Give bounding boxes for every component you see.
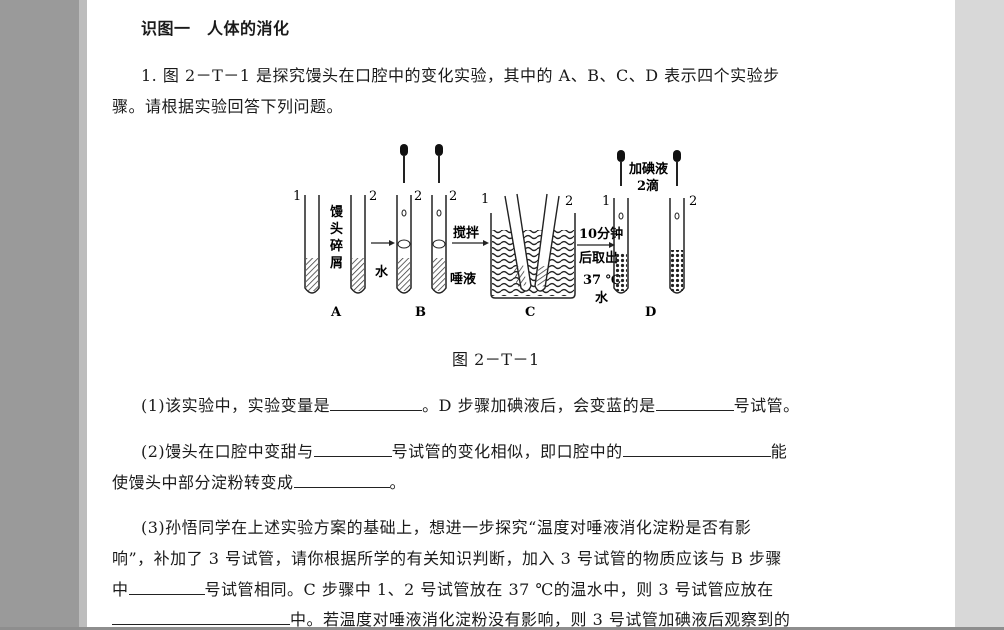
- answer-blank[interactable]: [293, 471, 390, 488]
- step-c-beaker: [490, 193, 576, 299]
- answer-blank[interactable]: [330, 394, 423, 411]
- tube-number: 2: [449, 189, 457, 204]
- tube-number: 1: [293, 189, 301, 204]
- tube-number: 1: [481, 192, 489, 207]
- left-margin: [0, 0, 79, 627]
- question-1-line-2: 骤。请根据实验回答下列问题。: [112, 97, 344, 116]
- label-stir: 搅拌: [453, 225, 479, 241]
- step-label-d: D: [645, 305, 656, 320]
- section-title: 识图一 人体的消化: [141, 19, 290, 38]
- document-page: [87, 0, 955, 627]
- sub2-text-4: 使馒头中部分淀粉转变成: [112, 473, 294, 492]
- label-water-bath: 水: [595, 290, 609, 306]
- label-iodine: 加碘液: [628, 161, 668, 177]
- answer-blank[interactable]: [313, 440, 392, 457]
- step-label-c: C: [525, 305, 535, 320]
- sub1-text-1: (1)该实验中，实验变量是: [141, 396, 331, 415]
- label-10min: 10分钟: [579, 226, 623, 242]
- sub-question-2-line-1: (2)馒头在口腔中变甜与 号试管的变化相似，即口腔中的 能: [141, 438, 787, 462]
- tube-number: 2: [369, 189, 377, 204]
- sub-question-1: (1)该实验中，实验变量是 。D 步骤加碘液后，会变蓝的是 号试管。: [141, 392, 800, 416]
- sub3-text-a: 中: [112, 580, 129, 599]
- sub3-text-c: 中。若温度对唾液消化淀粉没有影响，则 3 号试管加碘液后观察到的: [290, 610, 791, 629]
- experiment-figure: 1 2 馒 头 碎 屑 2 2 水 唾液 搅拌: [293, 144, 697, 320]
- sub2-text-1: (2)馒头在口腔中变甜与: [141, 442, 314, 461]
- question-1-line-1: 1. 图 2－T－1 是探究馒头在口腔中的变化实验，其中的 A、B、C、D 表示…: [141, 66, 780, 85]
- step-d-tubes: [613, 150, 685, 294]
- step-a-tubes: [304, 195, 366, 294]
- left-page-edge: [79, 0, 87, 627]
- label-saliva: 唾液: [450, 271, 476, 287]
- step-label-a: A: [330, 305, 342, 320]
- sub2-text-5: 。: [389, 473, 407, 492]
- tube-number: 1: [602, 194, 610, 209]
- label-mantou-3: 碎: [330, 238, 343, 254]
- tube-number: 2: [689, 194, 697, 209]
- sub2-text-3: 能: [770, 442, 788, 461]
- sub-question-3-line-3: 中 号试管相同。C 步骤中 1、2 号试管放在 37 ℃的温水中，则 3 号试管应…: [112, 576, 774, 600]
- label-2drops: 2滴: [637, 178, 659, 194]
- label-mantou-4: 屑: [330, 256, 343, 271]
- figure-caption: 图 2－T－1: [452, 350, 540, 369]
- step-b-tubes: [396, 144, 447, 294]
- arrow-head-icon: [389, 240, 395, 246]
- label-mantou-1: 馒: [330, 204, 344, 220]
- label-water: 水: [375, 264, 389, 280]
- sub-question-3-line-1: (3)孙悟同学在上述实验方案的基础上，想进一步探究“温度对唾液消化淀粉是否有影: [141, 518, 752, 537]
- right-page-edge: [955, 0, 1004, 627]
- step-label-b: B: [415, 305, 426, 320]
- sub1-text-3: 号试管。: [733, 396, 800, 415]
- answer-blank[interactable]: [112, 608, 290, 625]
- sub3-text-b: 号试管相同。C 步骤中 1、2 号试管放在 37 ℃的温水中，则 3 号试管应放…: [204, 580, 774, 599]
- sub2-text-2: 号试管的变化相似，即口腔中的: [391, 442, 623, 461]
- answer-blank[interactable]: [622, 440, 771, 457]
- arrow-head-icon: [483, 240, 489, 246]
- answer-blank[interactable]: [128, 578, 205, 595]
- label-takeout: 后取出: [579, 250, 618, 266]
- sub1-text-2: 。D 步骤加碘液后，会变蓝的是: [422, 396, 656, 415]
- sub-question-2-line-2: 使馒头中部分淀粉转变成 。: [112, 469, 406, 493]
- answer-blank[interactable]: [655, 394, 734, 411]
- label-temp: 37 ℃: [583, 273, 621, 288]
- sub-question-3-line-4: 中。若温度对唾液消化淀粉没有影响，则 3 号试管加碘液后观察到的: [112, 606, 790, 630]
- label-mantou-2: 头: [330, 221, 343, 237]
- tube-number: 2: [565, 194, 573, 209]
- arrow-head-icon: [609, 242, 615, 248]
- sub-question-3-line-2: 响”，补加了 3 号试管，请你根据所学的有关知识判断，加入 3 号试管的物质应该…: [112, 549, 782, 568]
- tube-number: 2: [414, 189, 422, 204]
